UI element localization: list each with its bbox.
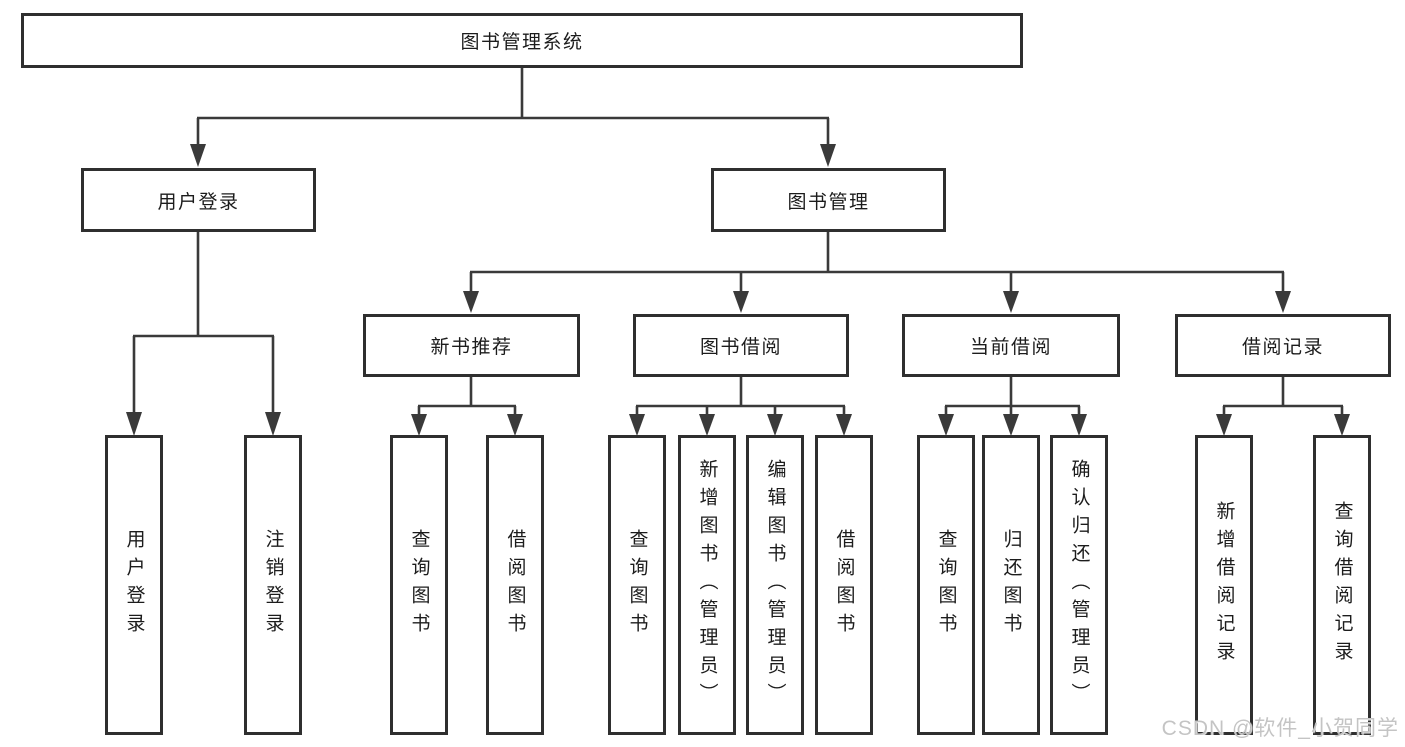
node-book-management: 图书管理 [711, 168, 946, 232]
node-leaf-recommend-borrow-books: 借阅图书 [486, 435, 544, 735]
node-leaf-add-books-admin: 新增图书（管理员） [678, 435, 736, 735]
node-label: 用户登录 [123, 529, 145, 641]
node-leaf-query-borrow-record: 查询借阅记录 [1313, 435, 1371, 735]
node-leaf-recommend-query-books: 查询图书 [390, 435, 448, 735]
node-label: 查询借阅记录 [1331, 501, 1353, 669]
node-library-management-system: 图书管理系统 [21, 13, 1023, 68]
node-label: 确认归还（管理员） [1068, 459, 1090, 711]
node-user-login: 用户登录 [81, 168, 316, 232]
csdn-watermark: CSDN @软件_小贺同学 [1161, 717, 1399, 740]
node-new-book-recommend: 新书推荐 [363, 314, 580, 377]
node-book-borrowing: 图书借阅 [633, 314, 849, 377]
node-label: 编辑图书（管理员） [764, 459, 786, 711]
node-label: 注销登录 [262, 529, 284, 641]
node-borrowing-records: 借阅记录 [1175, 314, 1391, 377]
node-leaf-edit-books-admin: 编辑图书（管理员） [746, 435, 804, 735]
node-label: 借阅图书 [504, 529, 526, 641]
node-leaf-current-query-books: 查询图书 [917, 435, 975, 735]
node-label: 查询图书 [935, 529, 957, 641]
node-label: 归还图书 [1000, 529, 1022, 641]
node-label: 借阅图书 [833, 529, 855, 641]
node-label: 新增借阅记录 [1213, 501, 1235, 669]
node-leaf-add-borrow-record: 新增借阅记录 [1195, 435, 1253, 735]
node-leaf-return-books: 归还图书 [982, 435, 1040, 735]
node-leaf-logout: 注销登录 [244, 435, 302, 735]
node-leaf-user-login: 用户登录 [105, 435, 163, 735]
node-current-borrowing: 当前借阅 [902, 314, 1120, 377]
node-leaf-confirm-return-admin: 确认归还（管理员） [1050, 435, 1108, 735]
node-label: 查询图书 [626, 529, 648, 641]
node-leaf-borrow-books: 借阅图书 [815, 435, 873, 735]
node-label: 新增图书（管理员） [696, 459, 718, 711]
node-label: 查询图书 [408, 529, 430, 641]
node-leaf-borrowing-query-books: 查询图书 [608, 435, 666, 735]
